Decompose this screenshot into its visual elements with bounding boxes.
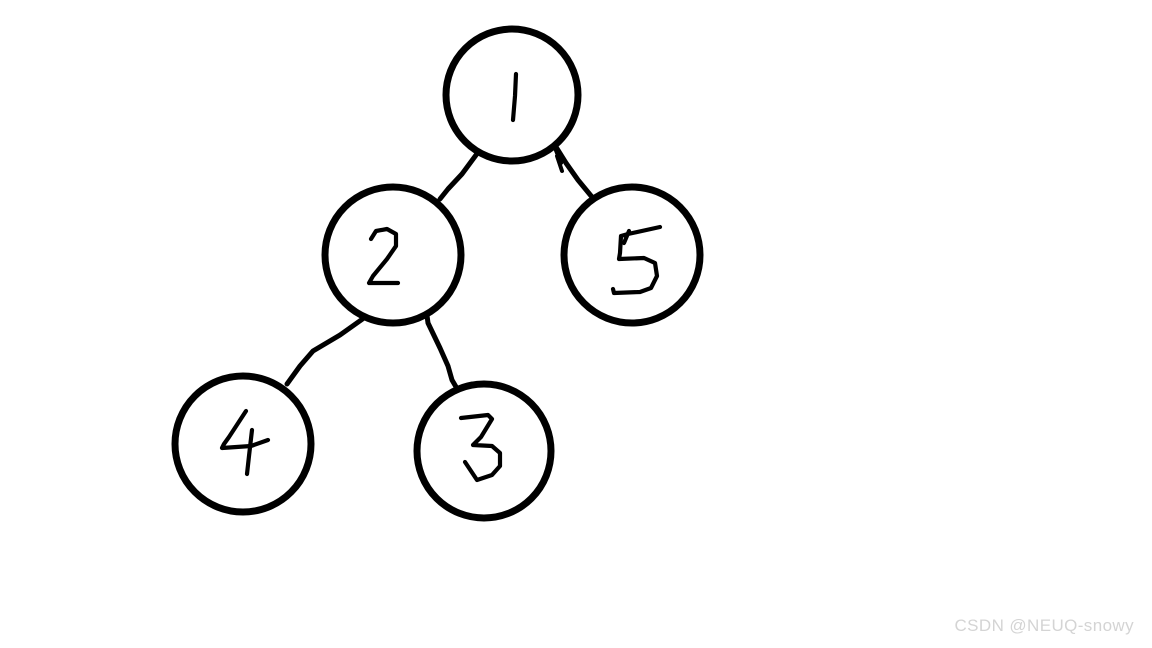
digit-glyph-4-stem [244, 427, 255, 477]
node-label-5 [610, 224, 663, 296]
node-circle-2[interactable] [321, 183, 465, 327]
node-label-2 [366, 226, 401, 286]
digit-glyph-4-diagonal [219, 408, 271, 451]
tree-node-1[interactable]: 1 [442, 25, 582, 165]
node-label-3 [458, 412, 503, 483]
digit-glyph-1 [510, 71, 519, 123]
node-circle-4[interactable] [171, 372, 315, 516]
node-circle-3[interactable] [413, 380, 555, 522]
edge-1-to-5-hook [553, 146, 564, 173]
edge-2-to-4 [284, 310, 374, 387]
digit-glyph-3 [458, 412, 503, 483]
edge-2-to-3 [423, 305, 462, 395]
csdn-watermark: CSDN @NEUQ-snowy [954, 616, 1134, 635]
tree-node-3[interactable]: 3 [413, 380, 555, 522]
digit-glyph-2 [366, 226, 401, 286]
node-circle-5[interactable] [560, 183, 704, 327]
digit-glyph-5-tick [621, 228, 632, 246]
tree-node-4[interactable]: 4 [171, 372, 315, 516]
node-circle-1[interactable] [442, 25, 582, 165]
edge-group [284, 144, 595, 395]
tree-node-5[interactable]: 5 [560, 183, 704, 327]
edge-1-to-2 [437, 148, 482, 202]
digit-glyph-5 [610, 224, 663, 296]
node-label-1 [510, 71, 519, 123]
node-label-4 [219, 408, 271, 477]
edge-1-to-5 [553, 144, 595, 200]
tree-node-2[interactable]: 2 [321, 183, 465, 327]
